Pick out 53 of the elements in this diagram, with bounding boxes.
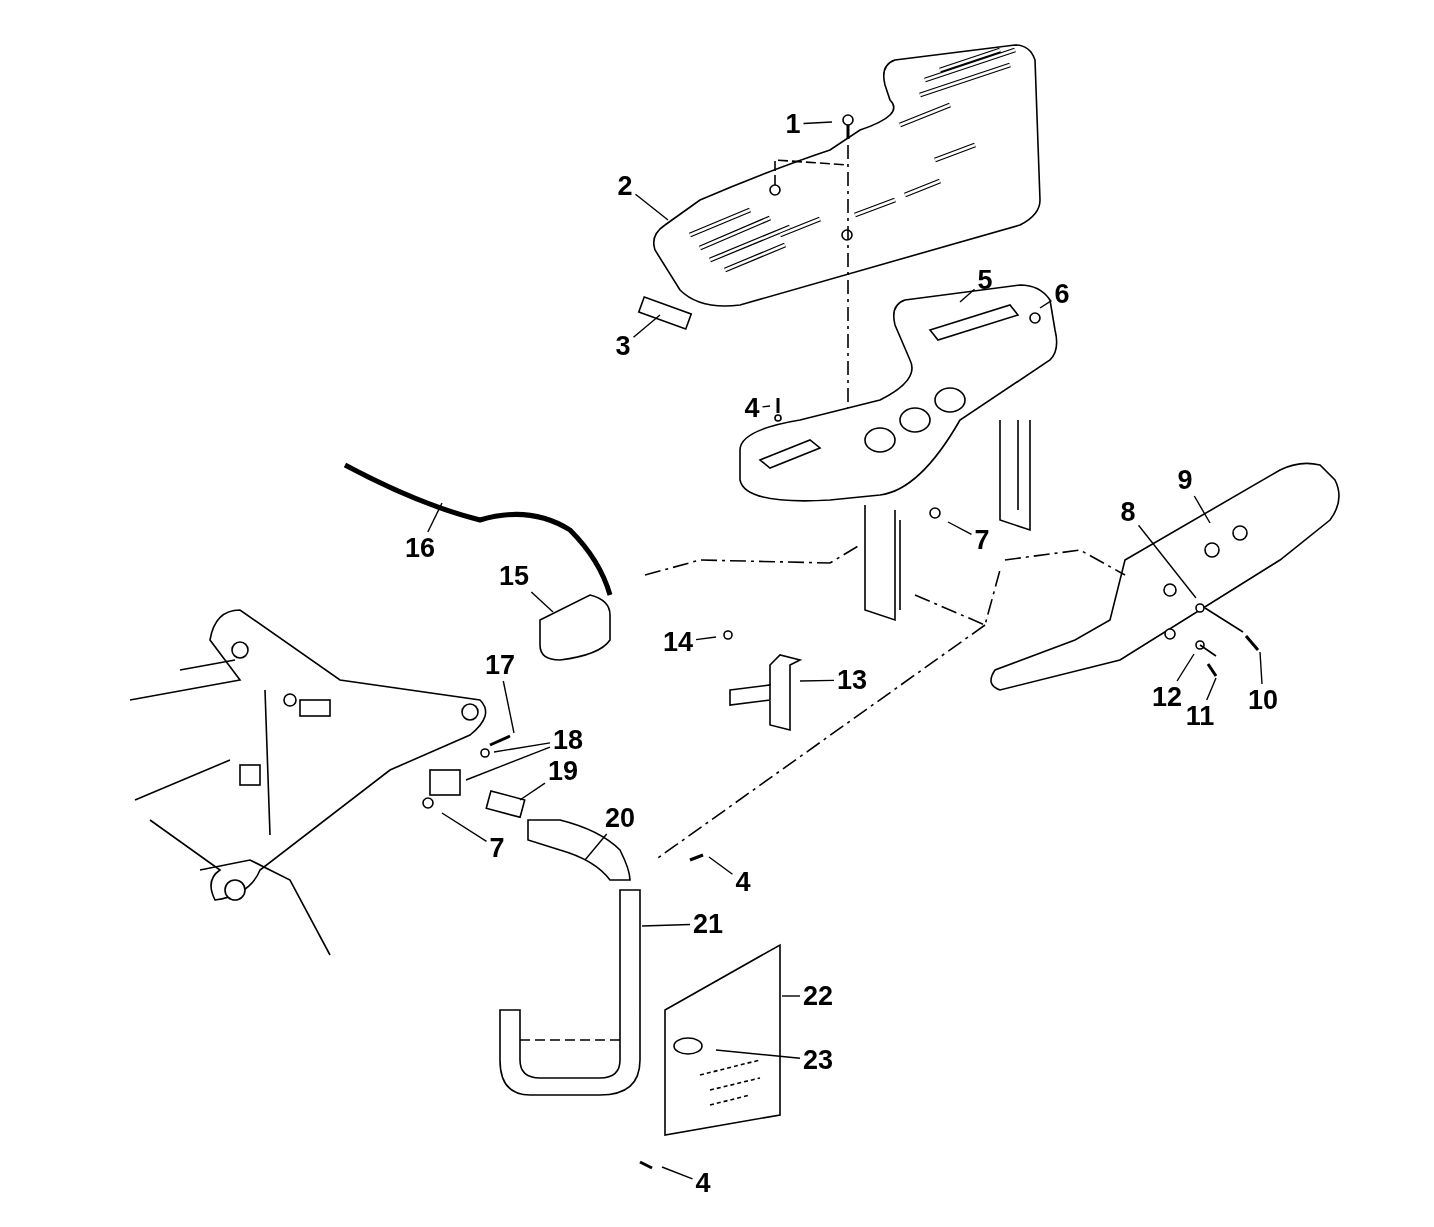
callout-number: 18 (553, 725, 583, 755)
leader-line (661, 1166, 694, 1180)
callout-number: 13 (837, 665, 867, 695)
leader-line (799, 679, 835, 682)
callout-number: 2 (617, 171, 633, 201)
leader-line (502, 680, 515, 734)
leader-line (519, 782, 546, 801)
callout-number: 1 (785, 109, 801, 139)
leader-line (708, 856, 734, 875)
callout-number: 19 (548, 756, 578, 786)
leader-line (1176, 653, 1195, 682)
callout-number: 12 (1152, 682, 1182, 712)
leader-line (781, 995, 801, 997)
callout-number: 7 (489, 833, 505, 863)
callout-number: 23 (803, 1045, 833, 1075)
callout-number: 4 (744, 393, 760, 423)
callout-number: 4 (695, 1168, 711, 1198)
callout-number: 11 (1185, 701, 1215, 731)
callout-number: 22 (803, 981, 833, 1011)
leader-line (959, 288, 976, 303)
leader-line (715, 1049, 801, 1059)
leader-line (427, 502, 443, 533)
leader-line (634, 193, 669, 221)
callout-number: 17 (485, 650, 515, 680)
leader-line (1193, 495, 1211, 524)
callout-number: 15 (499, 561, 529, 591)
callout-number: 7 (974, 525, 990, 555)
leader-line (1137, 524, 1197, 599)
leader-line (530, 591, 554, 613)
callout-number: 6 (1054, 279, 1070, 309)
leader-line (441, 812, 488, 842)
leader-line (632, 314, 661, 338)
callout-number: 21 (693, 909, 723, 939)
leader-line (802, 121, 833, 125)
leader-line (1259, 651, 1263, 685)
callout-number: 16 (405, 533, 435, 563)
leader-line (584, 833, 608, 861)
callout-number: 5 (977, 265, 993, 295)
leader-line (761, 405, 771, 408)
leader-line (493, 742, 551, 753)
callout-number: 3 (615, 331, 631, 361)
callout-number: 20 (605, 803, 635, 833)
callout-number: 14 (663, 627, 693, 657)
leader-line (1039, 300, 1053, 309)
leader-line (1206, 677, 1217, 701)
callout-number: 10 (1248, 685, 1278, 715)
leader-line (641, 923, 691, 927)
leader-line (947, 521, 973, 536)
leader-line (465, 746, 551, 781)
callout-number: 9 (1177, 465, 1193, 495)
leader-line (695, 636, 717, 641)
callout-number: 4 (735, 867, 751, 897)
callout-number: 8 (1120, 497, 1136, 527)
